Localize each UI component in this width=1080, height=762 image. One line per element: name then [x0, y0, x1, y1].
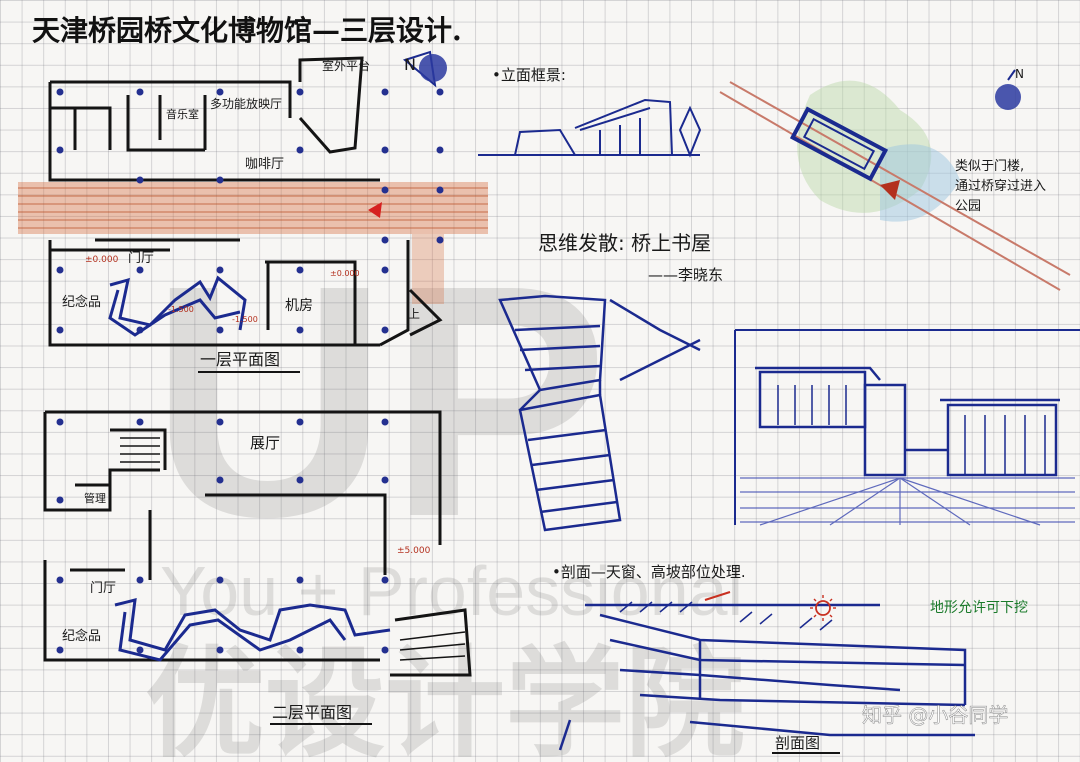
section-hatch [619, 601, 833, 631]
watermark-bottom: 优设计学院 [145, 635, 745, 762]
label-music-room: 音乐室 [166, 107, 199, 121]
label-gate-hall-1: 门厅 [128, 251, 154, 266]
terrain-note: 地形允许可下挖 [930, 600, 1028, 616]
sheet-title: 天津桥园桥文化博物馆—三层设计. [32, 14, 462, 47]
watermark: UP You + Professional 优设计学院 [145, 216, 745, 762]
label-souvenir-2: 纪念品 [62, 628, 101, 644]
perspective-sketch [734, 329, 1080, 526]
watermark-big: UP [150, 216, 608, 585]
label-souvenir-1: 纪念品 [62, 294, 101, 310]
floor-plan-2 [43, 410, 472, 677]
label-multifunction-hall: 多功能放映厅 [210, 96, 282, 111]
elevation-heading: •立面框景: [492, 66, 566, 84]
label-outdoor-platform: 室外平台 [322, 58, 370, 73]
section-heading: •剖面—天窗、高坡部位处理. [552, 563, 746, 581]
site-plan-sketch [719, 80, 1071, 291]
label-machine-room: 机房 [285, 298, 313, 314]
elev-mark-5: ±5.000 [397, 546, 431, 556]
concept-text: 思维发散: 桥上书屋 [538, 231, 711, 255]
label-exhibition-hall: 展厅 [250, 434, 280, 452]
floor2-caption: 二层平面图 [272, 703, 352, 722]
elev-mark-2: -1.500 [168, 305, 194, 314]
floor1-caption: 一层平面图 [200, 350, 280, 369]
ramp-floor-1 [108, 275, 247, 337]
watermark-mid: You + Professional [160, 552, 743, 630]
concept-author: ——李晓东 [648, 266, 723, 284]
label-coffee-hall: 咖啡厅 [245, 157, 284, 172]
floor-plan-1 [48, 56, 443, 347]
columns-floor-1 [56, 88, 444, 334]
credit-text: 知乎 @小谷同学 [862, 703, 1008, 727]
label-gate-hall-2: 门厅 [90, 581, 116, 596]
section-caption: 剖面图 [775, 734, 820, 752]
section-drawing [558, 603, 975, 751]
sun-icon [810, 595, 836, 621]
site-note-line1: 类似于门楼, [955, 159, 1024, 174]
label-up: 上 [408, 307, 420, 321]
stair-sketch [498, 294, 701, 532]
light-arrow [704, 591, 731, 601]
stair-floor-2 [120, 437, 466, 661]
elevation-sketch [478, 98, 702, 158]
ramp-floor-2 [114, 598, 391, 662]
elev-mark-1: ±0.000 [85, 255, 119, 265]
svg-text:N: N [1015, 67, 1024, 81]
columns-floor-2 [56, 418, 389, 654]
svg-text:N: N [404, 55, 416, 74]
north-arrow-icon: N [402, 50, 447, 88]
north-arrow-right-icon: N [995, 67, 1024, 110]
elev-mark-3: ±0.000 [330, 269, 360, 278]
label-management: 管理 [84, 491, 106, 505]
site-note-line3: 公园 [955, 199, 981, 214]
axis-band [18, 182, 488, 304]
site-note-line2: 通过桥穿过进入 [955, 178, 1046, 194]
elev-mark-4: -1.500 [232, 315, 258, 324]
